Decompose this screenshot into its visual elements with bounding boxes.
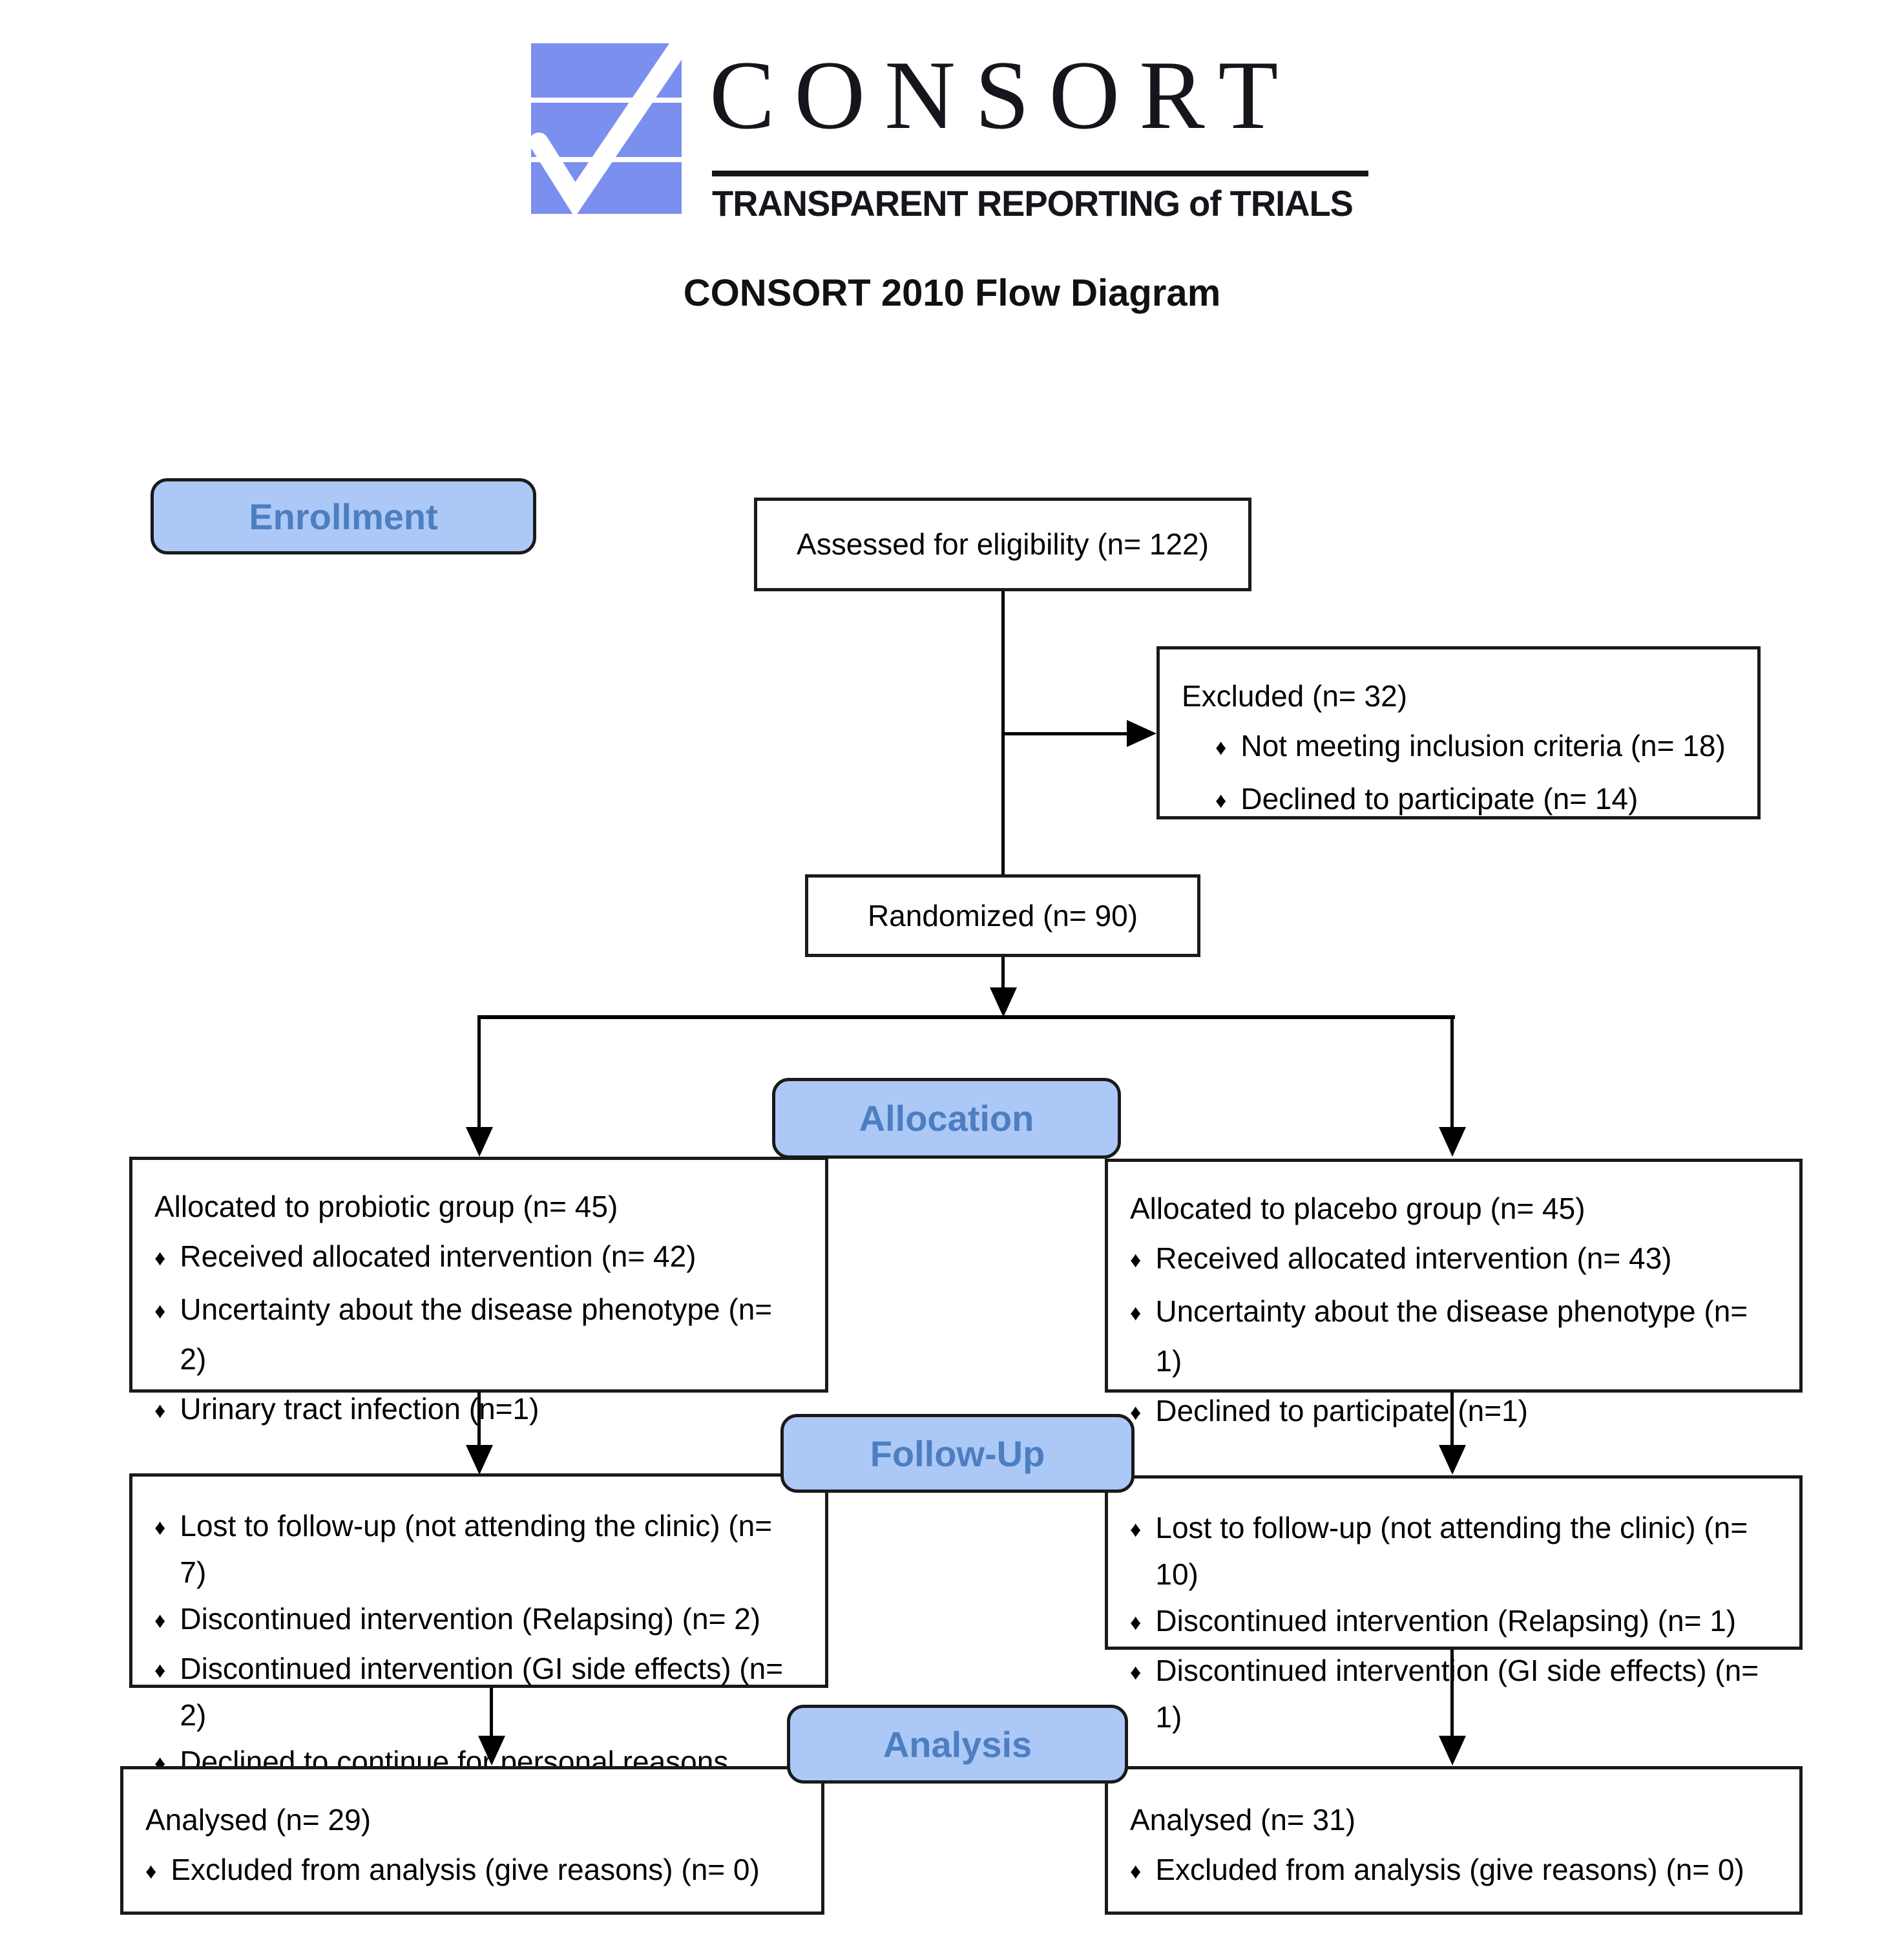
analysis-right-bullet: ♦ Excluded from analysis (give reasons) … — [1130, 1845, 1780, 1898]
diamond-bullet-icon: ♦ — [154, 1299, 166, 1323]
connector-split-horizontal — [477, 1015, 1455, 1019]
stage-enrollment-label: Enrollment — [249, 496, 438, 537]
diamond-bullet-icon: ♦ — [1130, 1660, 1142, 1685]
excluded-bullet-text: Declined to participate (n= 14) — [1240, 782, 1638, 816]
excluded-box: Excluded (n= 32) ♦ Not meeting inclusion… — [1156, 646, 1761, 819]
excluded-bullet-text: Not meeting inclusion criteria (n= 18) — [1240, 729, 1726, 763]
followup-right-bullet-text: Discontinued intervention (GI side effec… — [1155, 1654, 1759, 1734]
allocation-left-bullet: ♦ Received allocated intervention (n= 42… — [154, 1232, 806, 1285]
followup-right-bullet: ♦ Discontinued intervention (GI side eff… — [1130, 1647, 1780, 1740]
connector-followup-analysis-right — [1450, 1650, 1454, 1738]
connector-alloc-followup-right — [1450, 1393, 1454, 1447]
arrowhead-analysis-right-icon — [1439, 1736, 1466, 1765]
analysis-right-title: Analysed (n= 31) — [1130, 1803, 1356, 1837]
diamond-bullet-icon: ♦ — [1130, 1517, 1142, 1542]
allocation-left-bullet-text: Urinary tract infection (n=1) — [180, 1392, 539, 1426]
followup-right-box: ♦ Lost to follow-up (not attending the c… — [1105, 1475, 1803, 1734]
stage-followup: Follow-Up — [780, 1414, 1135, 1493]
diamond-bullet-icon: ♦ — [154, 1608, 166, 1633]
stage-analysis: Analysis — [787, 1705, 1128, 1784]
followup-left-bullet: ♦ Discontinued intervention (GI side eff… — [154, 1645, 806, 1738]
arrowhead-excluded-icon — [1127, 720, 1156, 747]
connector-randomized-split — [1001, 957, 1005, 991]
analysis-left-box: Analysed (n= 29) ♦ Excluded from analysi… — [120, 1766, 824, 1915]
analysis-left-title: Analysed (n= 29) — [145, 1803, 371, 1837]
followup-right-bullet: ♦ Discontinued intervention (Relapsing) … — [1130, 1597, 1780, 1647]
excluded-bullet: ♦ Not meeting inclusion criteria (n= 18) — [1182, 721, 1738, 774]
consort-logo-icon — [530, 40, 685, 216]
stage-enrollment: Enrollment — [151, 478, 536, 554]
consort-wordmark: CONSORT — [709, 41, 1298, 149]
logo-tagline: TRANSPARENT REPORTING of TRIALS — [712, 183, 1354, 224]
page-title: CONSORT 2010 Flow Diagram — [683, 272, 1221, 314]
allocation-left-bullet-text: Received allocated intervention (n= 42) — [180, 1239, 696, 1273]
connector-followup-analysis-left — [490, 1688, 493, 1738]
allocation-left-title: Allocated to probiotic group (n= 45) — [154, 1190, 618, 1223]
allocation-left-bullet-text: Uncertainty about the disease phenotype … — [180, 1292, 773, 1376]
arrowhead-alloc-left-icon — [466, 1127, 493, 1157]
allocation-right-bullet: ♦ Uncertainty about the disease phenotyp… — [1130, 1287, 1780, 1386]
connector-excluded-branch — [1003, 732, 1132, 735]
diamond-bullet-icon: ♦ — [1130, 1301, 1142, 1325]
diamond-bullet-icon: ♦ — [145, 1859, 157, 1884]
diamond-bullet-icon: ♦ — [154, 1658, 166, 1683]
followup-left-bullet: ♦ Discontinued intervention (Relapsing) … — [154, 1596, 806, 1645]
allocation-left-box: Allocated to probiotic group (n= 45) ♦ R… — [129, 1157, 828, 1426]
followup-right-bullet: ♦ Lost to follow-up (not attending the c… — [1130, 1504, 1780, 1597]
excluded-bullet: ♦ Declined to participate (n= 14) — [1182, 774, 1738, 827]
connector-alloc-followup-left — [477, 1393, 481, 1447]
diamond-bullet-icon: ♦ — [154, 1515, 166, 1540]
excluded-title: Excluded (n= 32) — [1182, 679, 1408, 713]
analysis-right-bullet-text: Excluded from analysis (give reasons) (n… — [1155, 1853, 1744, 1886]
allocation-right-bullet: ♦ Received allocated intervention (n= 43… — [1130, 1234, 1780, 1287]
logo-divider — [712, 171, 1368, 176]
arrowhead-split-icon — [990, 987, 1017, 1017]
diamond-bullet-icon: ♦ — [154, 1398, 166, 1423]
assessed-box: Assessed for eligibility (n= 122) — [754, 498, 1251, 591]
allocation-left-bullet: ♦ Urinary tract infection (n=1) — [154, 1384, 806, 1437]
arrowhead-analysis-left-icon — [478, 1736, 505, 1765]
analysis-left-bullet-text: Excluded from analysis (give reasons) (n… — [171, 1853, 760, 1886]
diamond-bullet-icon: ♦ — [154, 1246, 166, 1270]
stage-analysis-label: Analysis — [883, 1723, 1032, 1765]
stage-allocation-label: Allocation — [859, 1098, 1034, 1139]
followup-left-bullet-text: Lost to follow-up (not attending the cli… — [180, 1509, 773, 1589]
analysis-right-box: Analysed (n= 31) ♦ Excluded from analysi… — [1105, 1766, 1803, 1915]
arrowhead-followup-right-icon — [1439, 1445, 1466, 1475]
stage-followup-label: Follow-Up — [870, 1433, 1045, 1474]
allocation-right-bullet-text: Received allocated intervention (n= 43) — [1155, 1241, 1672, 1275]
allocation-right-bullet: ♦ Declined to participate (n=1) — [1130, 1386, 1780, 1439]
stage-allocation: Allocation — [772, 1078, 1121, 1159]
followup-left-box: ♦ Lost to follow-up (not attending the c… — [129, 1473, 828, 1825]
arrowhead-alloc-right-icon — [1439, 1127, 1466, 1157]
analysis-left-bullet: ♦ Excluded from analysis (give reasons) … — [145, 1845, 802, 1898]
arrowhead-followup-left-icon — [466, 1445, 493, 1475]
allocation-right-bullet-text: Declined to participate (n=1) — [1155, 1394, 1528, 1427]
followup-left-bullet-text: Discontinued intervention (GI side effec… — [180, 1652, 784, 1732]
connector-split-left-drop — [477, 1015, 481, 1129]
followup-left-bullet: ♦ Lost to follow-up (not attending the c… — [154, 1502, 806, 1596]
connector-split-right-drop — [1450, 1015, 1454, 1129]
diamond-bullet-icon: ♦ — [1130, 1248, 1142, 1272]
diamond-bullet-icon: ♦ — [1130, 1859, 1142, 1884]
assessed-text: Assessed for eligibility (n= 122) — [797, 527, 1209, 561]
diamond-bullet-icon: ♦ — [1215, 788, 1227, 813]
followup-right-bullet-text: Lost to follow-up (not attending the cli… — [1155, 1511, 1748, 1591]
allocation-right-title: Allocated to placebo group (n= 45) — [1130, 1192, 1585, 1225]
followup-left-bullet-text: Discontinued intervention (Relapsing) (n… — [180, 1602, 761, 1636]
diamond-bullet-icon: ♦ — [1215, 735, 1227, 760]
randomized-box: Randomized (n= 90) — [805, 874, 1200, 957]
allocation-right-box: Allocated to placebo group (n= 45) ♦ Rec… — [1105, 1159, 1803, 1427]
allocation-left-bullet: ♦ Uncertainty about the disease phenotyp… — [154, 1285, 806, 1384]
followup-right-bullet-text: Discontinued intervention (Relapsing) (n… — [1155, 1604, 1737, 1638]
diamond-bullet-icon: ♦ — [1130, 1400, 1142, 1425]
allocation-right-bullet-text: Uncertainty about the disease phenotype … — [1155, 1294, 1748, 1378]
randomized-text: Randomized (n= 90) — [867, 898, 1138, 932]
diamond-bullet-icon: ♦ — [1130, 1610, 1142, 1635]
